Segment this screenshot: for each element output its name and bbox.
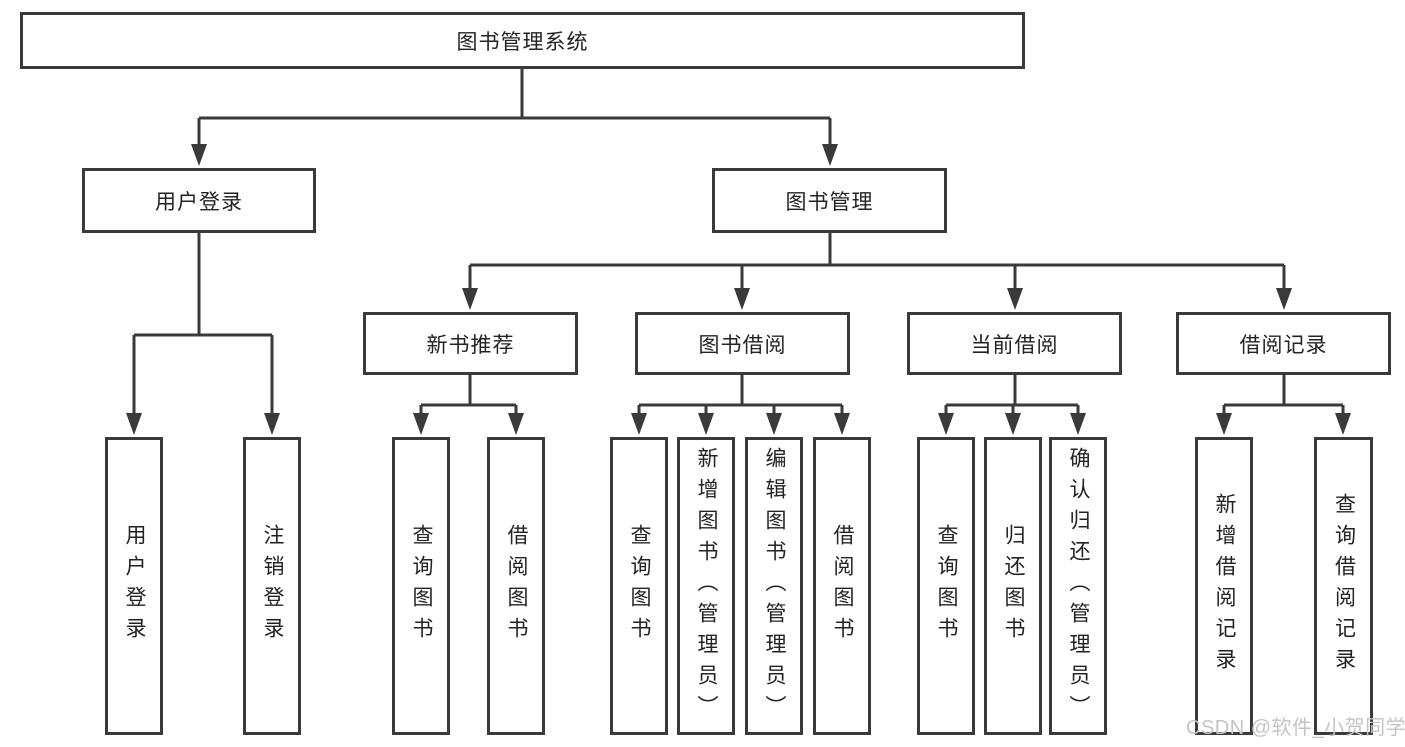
connector-current-borrowing-branch <box>944 375 1080 415</box>
node-book-borrowing: 图书借阅 <box>635 312 850 375</box>
node-label: 查询借阅记录 <box>1332 493 1356 679</box>
node-label: 借阅记录 <box>1239 333 1328 357</box>
node-label: 查询图书 <box>410 524 434 648</box>
node-leaf-logout: 注销登录 <box>243 437 301 735</box>
node-label: 新增借阅记录 <box>1213 493 1237 679</box>
node-label: 查询图书 <box>628 524 652 648</box>
node-leaf-user-login: 用户登录 <box>105 437 163 735</box>
connector-borrow-records-branch <box>1222 375 1345 415</box>
node-label: 新增图书（管理员） <box>695 446 719 726</box>
node-new-book-recommend: 新书推荐 <box>363 312 578 375</box>
node-label: 新书推荐 <box>426 333 515 357</box>
node-leaf-query-books-current: 查询图书 <box>917 437 975 735</box>
node-label: 归还图书 <box>1002 524 1026 648</box>
node-leaf-query-books-recommend: 查询图书 <box>392 437 450 735</box>
node-leaf-borrow-books-borrowing: 借阅图书 <box>813 437 871 735</box>
node-label: 图书借阅 <box>698 333 787 357</box>
connector-book-borrowing-branch <box>637 375 844 415</box>
node-current-borrowing: 当前借阅 <box>907 312 1122 375</box>
node-leaf-return-book: 归还图书 <box>984 437 1042 735</box>
node-label: 当前借阅 <box>970 333 1059 357</box>
node-borrow-records: 借阅记录 <box>1176 312 1391 375</box>
node-label: 注销登录 <box>261 524 285 648</box>
node-leaf-query-borrow-record: 查询借阅记录 <box>1314 437 1373 735</box>
connector-user-login-branch <box>132 233 274 415</box>
node-label: 编辑图书（管理员） <box>763 446 787 726</box>
csdn-watermark: CSDN @软件_小贺同学 <box>1186 717 1405 739</box>
node-leaf-add-borrow-record: 新增借阅记录 <box>1195 437 1253 735</box>
node-label: 图书管理系统 <box>456 30 589 54</box>
node-label: 用户登录 <box>123 524 147 648</box>
connector-root-to-level2 <box>197 68 832 146</box>
node-leaf-borrow-books-recommend: 借阅图书 <box>487 437 545 735</box>
node-leaf-add-book-admin: 新增图书（管理员） <box>677 437 735 735</box>
node-library-management-system: 图书管理系统 <box>20 12 1025 69</box>
node-label: 借阅图书 <box>831 524 855 648</box>
node-label: 借阅图书 <box>505 524 529 648</box>
node-label: 确认归还（管理员） <box>1067 446 1091 726</box>
node-leaf-query-books-borrowing: 查询图书 <box>610 437 668 735</box>
node-leaf-edit-book-admin: 编辑图书（管理员） <box>745 437 803 735</box>
node-leaf-confirm-return-admin: 确认归还（管理员） <box>1049 437 1107 735</box>
node-label: 图书管理 <box>785 190 874 214</box>
connector-new-book-branch <box>419 375 518 415</box>
connector-book-management-to-level3 <box>468 233 1286 290</box>
node-user-login: 用户登录 <box>82 168 316 233</box>
node-label: 用户登录 <box>155 190 243 214</box>
node-label: 查询图书 <box>935 524 959 648</box>
node-book-management: 图书管理 <box>712 168 947 233</box>
